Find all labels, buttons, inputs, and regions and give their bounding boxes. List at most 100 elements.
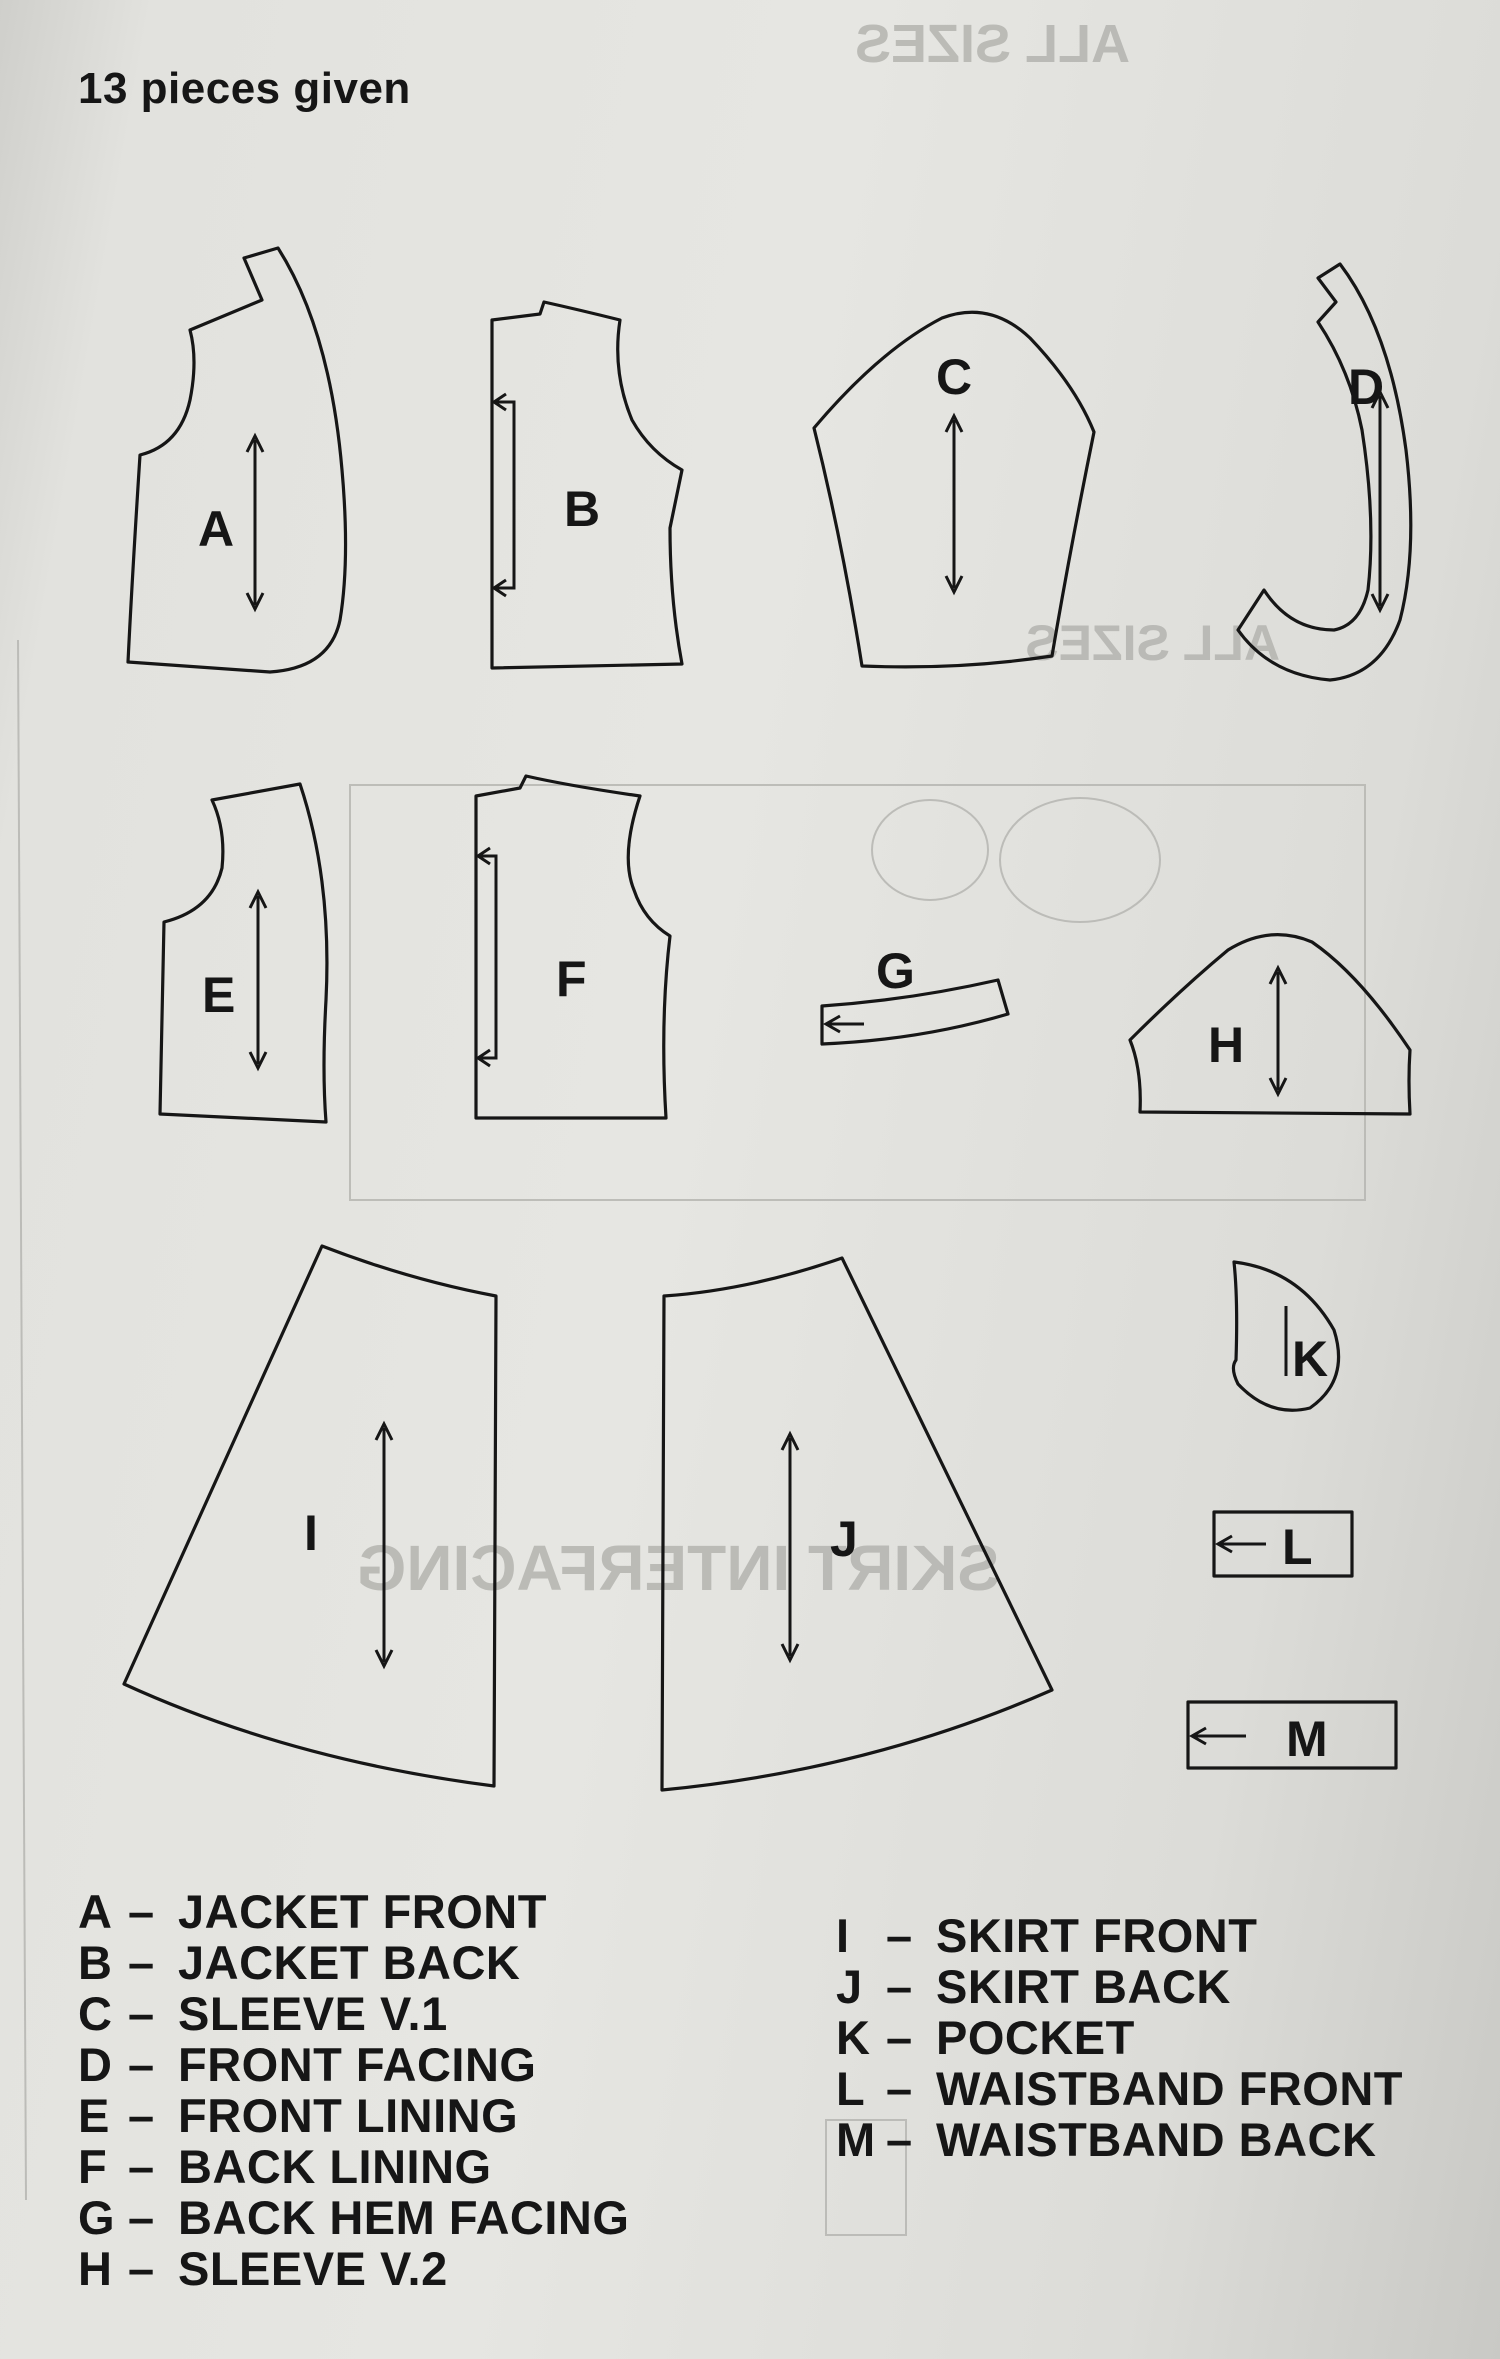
piece-j-grain-arrow-top: [780, 1430, 800, 1451]
piece-c-grain-arrow-top: [944, 412, 964, 433]
pieces-given-heading: 13 pieces given: [78, 64, 411, 113]
piece-j-outline: [660, 1256, 1054, 1792]
legend-item: L–WAISTBAND FRONT: [836, 2063, 1403, 2114]
piece-j-skirt-back: J: [660, 1256, 1054, 1792]
piece-f-fold-arrow-top: [475, 846, 491, 866]
legend-item: D–FRONT FACING: [78, 2039, 629, 2090]
legend-dash: –: [128, 2242, 155, 2295]
legend-item: J–SKIRT BACK: [836, 1961, 1403, 2012]
legend-dash: –: [128, 1987, 155, 2040]
legend-name: WAISTBAND BACK: [936, 2113, 1377, 2166]
piece-h-sleeve-v2: H: [1128, 933, 1412, 1116]
piece-a-outline: [126, 246, 348, 674]
piece-i-outline: [122, 1244, 498, 1788]
legend-code: H: [78, 2242, 113, 2295]
legend-name: BACK LINING: [178, 2140, 492, 2193]
legend-code: K: [836, 2011, 871, 2064]
piece-e-front-lining: E: [158, 782, 329, 1124]
legend-name: FRONT FACING: [178, 2038, 537, 2091]
piece-i-grain-arrow-top: [374, 1420, 394, 1441]
piece-c-label: C: [936, 349, 972, 405]
legend-item: F–BACK LINING: [78, 2141, 629, 2192]
show-through-text-middle: ALL SIZES: [1025, 615, 1280, 671]
legend-name: JACKET BACK: [178, 1936, 521, 1989]
piece-f-outline: [474, 774, 672, 1120]
legend-item: B–JACKET BACK: [78, 1937, 629, 1988]
legend-dash: –: [128, 2038, 155, 2091]
legend-dash: –: [886, 2062, 913, 2115]
legend-left-column: A–JACKET FRONT B–JACKET BACK C–SLEEVE V.…: [78, 1886, 629, 2294]
piece-b-fold-arrow-bottom: [491, 578, 507, 598]
legend-dash: –: [128, 2191, 155, 2244]
legend-name: FRONT LINING: [178, 2089, 519, 2142]
legend-name: BACK HEM FACING: [178, 2191, 630, 2244]
piece-b-jacket-back: B: [490, 300, 684, 670]
legend-name: SKIRT FRONT: [936, 1909, 1258, 1962]
show-through-text-top: ALL SIZES: [855, 14, 1130, 74]
piece-k-label: K: [1292, 1331, 1328, 1387]
piece-d-outline: [1236, 262, 1413, 682]
piece-b-fold-arrow-top: [491, 392, 507, 412]
piece-m-outline: [1186, 1700, 1398, 1770]
piece-f-label: F: [556, 951, 587, 1007]
show-through-oval-2: [871, 799, 989, 901]
piece-g-fold-arrow: [822, 1014, 841, 1034]
legend-code: F: [78, 2140, 108, 2193]
legend-item: A–JACKET FRONT: [78, 1886, 629, 1937]
piece-k-pocket: K: [1231, 1260, 1341, 1412]
piece-e-grain-arrow-top: [248, 888, 268, 909]
legend-item: I–SKIRT FRONT: [836, 1910, 1403, 1961]
piece-g-back-hem-facing: G: [820, 943, 1010, 1046]
legend-name: WAISTBAND FRONT: [936, 2062, 1404, 2115]
piece-h-grain-arrow-bottom: [1268, 1077, 1288, 1098]
legend-code: E: [78, 2089, 110, 2142]
legend-dash: –: [128, 1885, 155, 1938]
piece-a-grain-arrow-bottom: [245, 592, 265, 613]
legend-code: L: [836, 2062, 866, 2115]
piece-e-grain-arrow-bottom: [248, 1051, 268, 1072]
legend-name: SLEEVE V.2: [178, 2242, 448, 2295]
legend-code: M: [836, 2113, 876, 2166]
piece-a-grain-arrow-top: [245, 432, 265, 453]
legend-name: JACKET FRONT: [178, 1885, 547, 1938]
piece-i-skirt-front: I: [122, 1244, 498, 1788]
legend-dash: –: [886, 2113, 913, 2166]
legend-dash: –: [128, 1936, 155, 1989]
piece-f-back-lining: F: [474, 774, 672, 1120]
piece-b-fold-bracket: [494, 400, 516, 590]
piece-j-label: J: [830, 1511, 858, 1567]
legend-name: POCKET: [936, 2011, 1135, 2064]
piece-m-label: M: [1286, 1711, 1328, 1767]
legend-code: A: [78, 1885, 113, 1938]
piece-c-grain-arrow-bottom: [944, 575, 964, 596]
piece-f-fold-arrow-bottom: [475, 1048, 491, 1068]
legend-item: K–POCKET: [836, 2012, 1403, 2063]
legend-code: G: [78, 2191, 116, 2244]
legend-item: C–SLEEVE V.1: [78, 1988, 629, 2039]
piece-d-front-facing: D: [1236, 262, 1413, 682]
piece-h-grain-arrow-top: [1268, 964, 1288, 985]
legend-dash: –: [128, 2140, 155, 2193]
piece-m-fold-arrow: [1188, 1726, 1207, 1746]
legend-item: H–SLEEVE V.2: [78, 2243, 629, 2294]
legend-code: C: [78, 1987, 113, 2040]
show-through-text-skirt: SKIRT INTERFACING: [356, 1532, 1000, 1604]
show-through-oval: [999, 797, 1161, 923]
piece-j-grain-arrow-bottom: [780, 1643, 800, 1664]
legend-code: I: [836, 1909, 850, 1962]
piece-b-outline: [490, 300, 684, 670]
piece-g-label: G: [876, 943, 915, 999]
piece-k-outline: [1231, 1260, 1341, 1412]
show-through-layer: ALL SIZES ALL SIZES SKIRT INTERFACING: [17, 14, 1366, 2236]
piece-d-grain-arrow-bottom: [1370, 593, 1390, 614]
legend-code: D: [78, 2038, 113, 2091]
legend-right-column: I–SKIRT FRONT J–SKIRT BACK K–POCKET L–WA…: [836, 1910, 1403, 2165]
legend-code: J: [836, 1960, 863, 2013]
legend-dash: –: [128, 2089, 155, 2142]
legend-item: E–FRONT LINING: [78, 2090, 629, 2141]
piece-i-label: I: [304, 1505, 318, 1561]
legend-dash: –: [886, 1960, 913, 2013]
piece-c-sleeve-v1: C: [812, 310, 1096, 669]
piece-i-grain-arrow-bottom: [374, 1649, 394, 1670]
